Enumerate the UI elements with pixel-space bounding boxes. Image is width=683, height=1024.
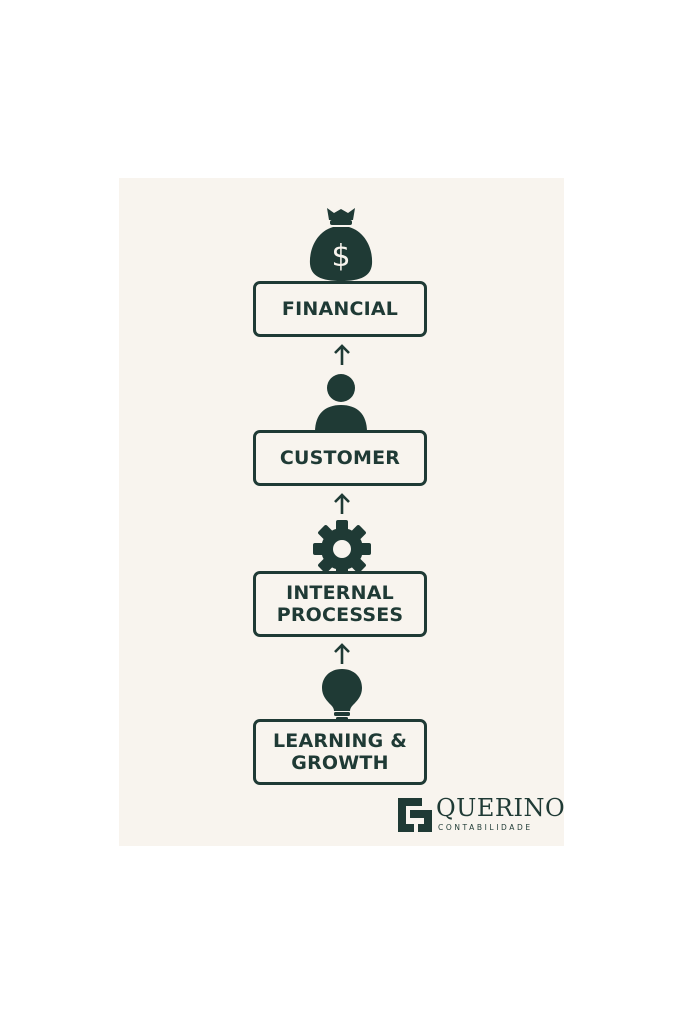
arrow-customer-to-financial [334,344,350,365]
money-bag-icon: $ [309,208,373,281]
node-learning-growth: LEARNING & GROWTH [253,719,427,785]
node-internal-processes-label-line1: INTERNAL [286,582,394,604]
gear-icon [313,520,371,578]
dollar-symbol: $ [331,239,350,274]
node-internal-processes: INTERNAL PROCESSES [253,571,427,637]
person-icon [315,374,367,432]
arrow-internal-to-customer [334,493,350,514]
node-learning-growth-label-line2: GROWTH [291,752,389,774]
node-customer-label: CUSTOMER [279,447,401,469]
lightbulb-icon [322,669,362,721]
arrow-learning-to-internal [334,643,350,664]
node-learning-growth-label-line1: LEARNING & [272,730,408,752]
node-customer: CUSTOMER [253,430,427,486]
node-internal-processes-label-line2: PROCESSES [276,604,404,626]
node-financial: FINANCIAL [253,281,427,337]
querino-logo-icon [398,798,432,832]
node-financial-label: FINANCIAL [281,298,399,320]
logo-subtitle: CONTABILIDADE [438,823,533,832]
logo-name: QUERINO [436,794,566,822]
